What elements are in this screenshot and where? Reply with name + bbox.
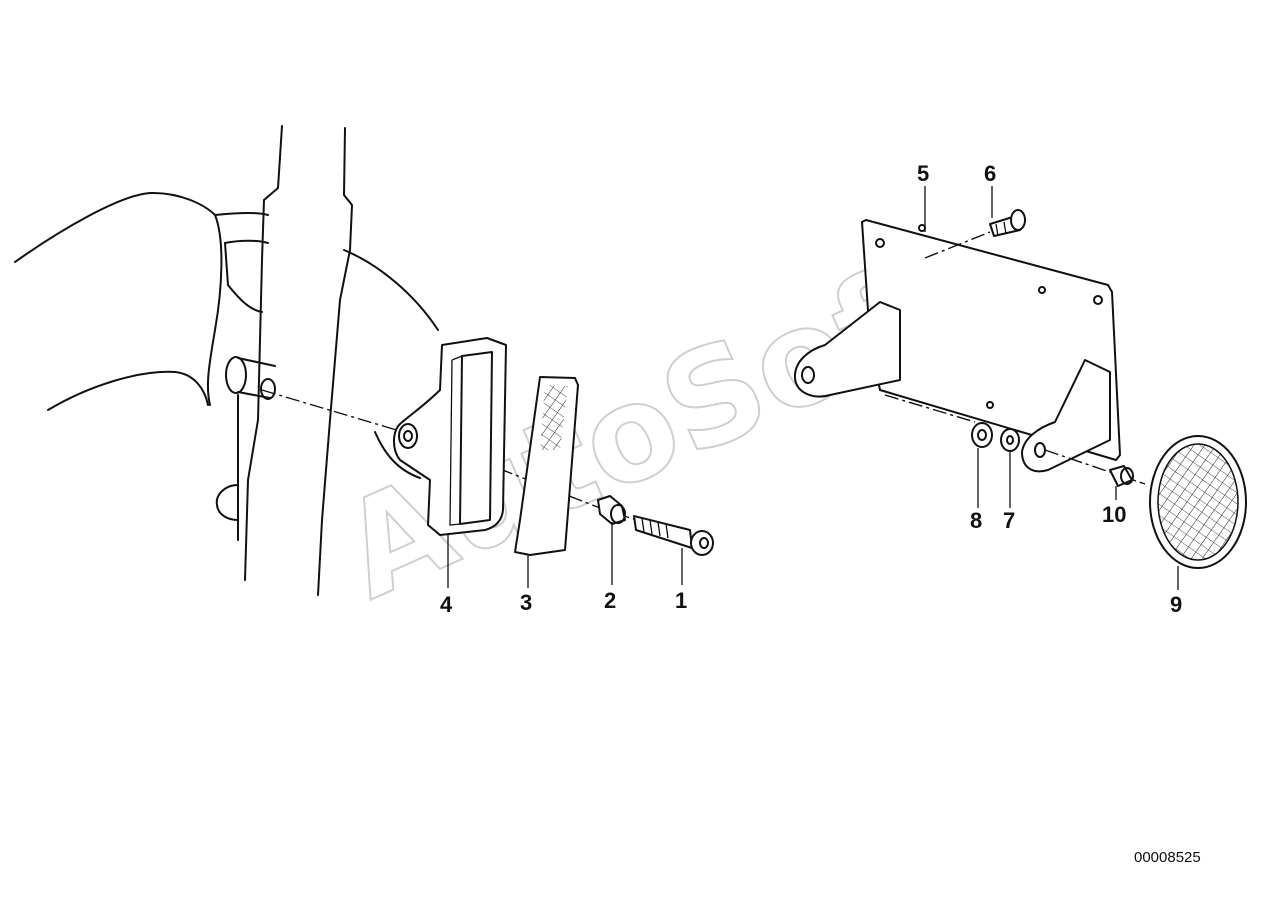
callout-10: 10 [1102, 502, 1126, 527]
bolt [633, 515, 714, 556]
round-reflector [1044, 435, 1247, 569]
diagram-id: 00008525 [1134, 849, 1201, 866]
callout-7: 7 [1003, 508, 1015, 533]
callout-4: 4 [440, 592, 453, 617]
callout-8: 8 [970, 508, 982, 533]
screw [924, 209, 1026, 259]
nut-and-washer [884, 394, 1020, 452]
callout-6: 6 [984, 161, 996, 186]
spacer-sleeve [597, 495, 626, 525]
reflector-housing [393, 337, 507, 536]
assembly-line-left [261, 389, 713, 546]
callout-1: 1 [675, 588, 687, 613]
callout-9: 9 [1170, 592, 1182, 617]
leader-lines [447, 186, 1179, 590]
plate-bracket [793, 219, 1121, 473]
callout-3: 3 [520, 590, 532, 615]
callouts: 1 2 3 4 5 6 7 8 9 10 [440, 161, 1182, 617]
callout-5: 5 [917, 161, 929, 186]
callout-2: 2 [604, 588, 616, 613]
fender-and-fork [14, 125, 439, 596]
reflector-lens [514, 376, 579, 556]
